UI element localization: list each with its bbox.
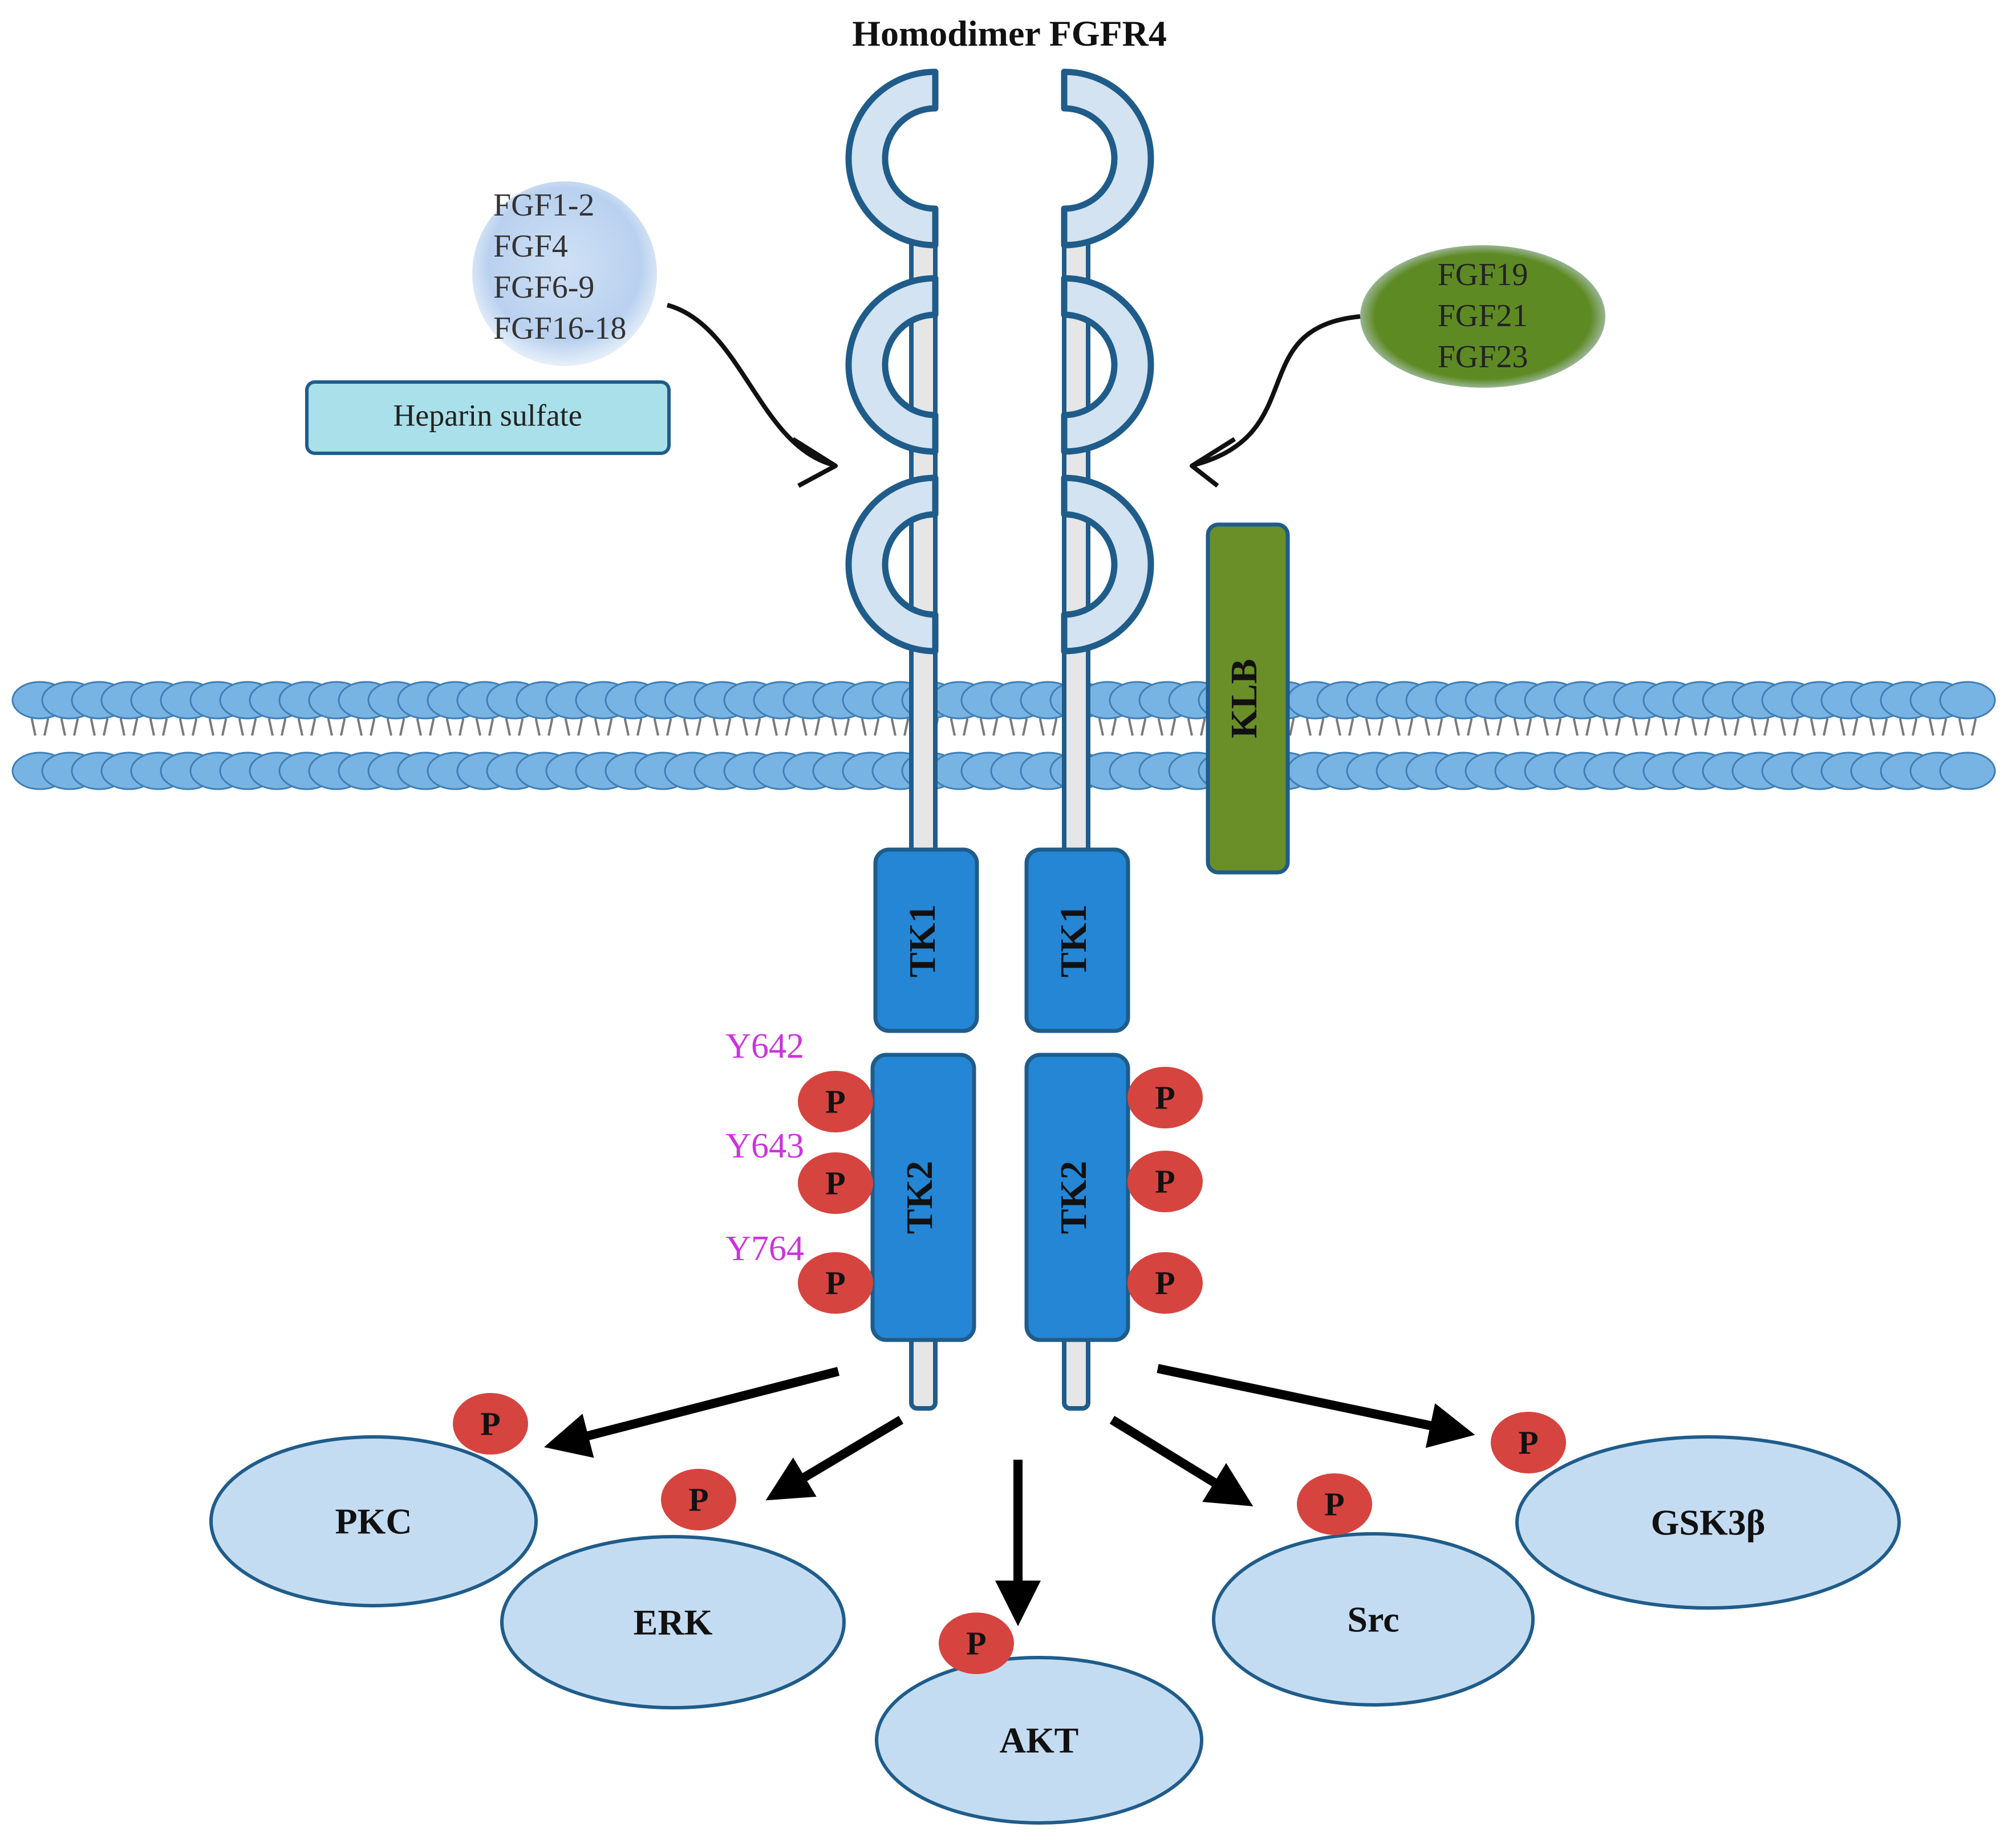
svg-text:P: P <box>688 1481 708 1518</box>
klb-box <box>1206 522 1290 875</box>
tk1-box-left <box>873 847 979 1033</box>
site-label-y764: Y764 <box>725 1229 804 1268</box>
heparin-sulfate: Heparin sulfate <box>305 380 671 455</box>
ig-domain-left-3 <box>845 474 939 655</box>
phospho-marker-right-3: P <box>1127 1252 1203 1314</box>
endocrine-fgf-label-1: FGF19 <box>1438 257 1528 293</box>
svg-text:P: P <box>1155 1265 1175 1302</box>
endocrine-fgf-ellipse <box>1360 245 1605 388</box>
ig-domain-left-2 <box>845 275 939 455</box>
fgf-ligand-label-4: FGF16-18 <box>493 311 626 346</box>
downstream-arrows <box>544 1364 1475 1626</box>
svg-text:P: P <box>1518 1424 1538 1461</box>
lipid-pair <box>1939 681 1996 790</box>
tk2-box-left <box>870 1053 976 1342</box>
effector-label: Src <box>1347 1599 1399 1640</box>
klb-label: KLB <box>1223 659 1265 738</box>
ligand-binding-arrows <box>666 303 1361 488</box>
effector-ellipse <box>1212 1532 1535 1707</box>
tk1-label-right: TK1 <box>1053 904 1094 977</box>
heparin-sulfate-label: Heparin sulfate <box>393 398 582 432</box>
fgf-ligand-label-1: FGF1-2 <box>493 188 594 223</box>
effector-ellipse <box>500 1535 846 1709</box>
arrow-to-erk <box>765 1416 904 1501</box>
cell-membrane <box>11 681 1996 790</box>
effector-label: AKT <box>1000 1720 1079 1761</box>
svg-text:P: P <box>825 1083 845 1120</box>
tk2-label-left: TK2 <box>899 1161 940 1234</box>
effector-src: Src P <box>1212 1473 1535 1707</box>
phospho-site-labels: Y642 Y643 Y764 <box>725 1027 804 1268</box>
effector-phospho-marker: P <box>1297 1473 1372 1535</box>
effector-ellipse <box>1515 1435 1901 1610</box>
effector-phospho-marker: P <box>661 1469 736 1530</box>
kinase-domains: TK1 TK1 TK2 TK2 <box>870 847 1130 1342</box>
fgf-ligand-label-3: FGF6-9 <box>493 270 594 305</box>
effector-label: PKC <box>335 1501 412 1542</box>
phospho-marker-left-2: P <box>798 1152 873 1214</box>
fgf-ligands-right: FGF19 FGF21 FGF23 <box>1360 245 1605 388</box>
ig-domain-right-3 <box>1061 474 1154 655</box>
svg-text:P: P <box>1155 1163 1175 1200</box>
svg-text:P: P <box>966 1625 986 1662</box>
diagram-title: Homodimer FGFR4 <box>852 13 1167 54</box>
svg-text:P: P <box>480 1406 500 1443</box>
arrow-to-pkc <box>544 1367 839 1458</box>
svg-text:P: P <box>825 1265 845 1302</box>
phospho-marker-left-3: P <box>798 1252 873 1314</box>
endocrine-fgf-label-2: FGF21 <box>1438 298 1528 334</box>
effector-ellipse <box>209 1435 538 1607</box>
effector-phospho-marker: P <box>453 1393 528 1455</box>
tk2-label-right: TK2 <box>1053 1161 1094 1234</box>
effector-ellipse <box>875 1656 1203 1825</box>
fgf-ligand-sphere <box>472 181 657 366</box>
heparin-sulfate-box <box>305 380 671 455</box>
effector-phospho-marker: P <box>939 1613 1014 1674</box>
effector-label: GSK3β <box>1651 1502 1766 1543</box>
binding-arrow-right <box>1194 314 1361 467</box>
ig-domain-right-2 <box>1061 275 1154 455</box>
svg-text:P: P <box>1155 1079 1175 1116</box>
tk1-label-left: TK1 <box>902 904 943 977</box>
binding-arrow-left <box>666 303 834 467</box>
binding-arrowhead-right <box>1190 437 1236 488</box>
effector-label: ERK <box>634 1602 713 1643</box>
effector-akt: AKT P <box>875 1613 1203 1825</box>
effector-phospho-marker: P <box>1491 1412 1566 1473</box>
ig-like-domains <box>845 68 1154 655</box>
ig-domain-right-1 <box>1061 68 1154 249</box>
arrow-to-src <box>1109 1416 1254 1506</box>
ig-domain-left-1 <box>845 68 939 249</box>
effector-erk: ERK P <box>500 1469 846 1709</box>
binding-arrowhead-left <box>791 437 838 488</box>
svg-text:P: P <box>825 1165 845 1202</box>
effector-pkc: PKC P <box>209 1393 538 1607</box>
fgf-ligand-label-2: FGF4 <box>493 229 568 264</box>
endocrine-fgf-label-3: FGF23 <box>1438 339 1528 375</box>
tk1-box-right <box>1024 847 1130 1033</box>
arrow-to-gsk3b <box>1157 1364 1475 1448</box>
phospho-marker-left-1: P <box>798 1071 873 1132</box>
phospho-marker-right-1: P <box>1127 1067 1203 1128</box>
svg-text:P: P <box>1324 1486 1344 1523</box>
effector-gsk3: GSK3β P <box>1491 1412 1901 1610</box>
site-label-y643: Y643 <box>725 1127 804 1165</box>
fgf-ligands-left: FGF1-2 FGF4 FGF6-9 FGF16-18 <box>472 181 657 366</box>
receptor-phospho-groups: P P P P P P <box>798 1067 1203 1314</box>
phospho-marker-right-2: P <box>1127 1151 1203 1212</box>
tk2-box-right <box>1024 1053 1130 1342</box>
klb-coreceptor: KLB <box>1206 522 1290 875</box>
site-label-y642: Y642 <box>725 1027 804 1066</box>
